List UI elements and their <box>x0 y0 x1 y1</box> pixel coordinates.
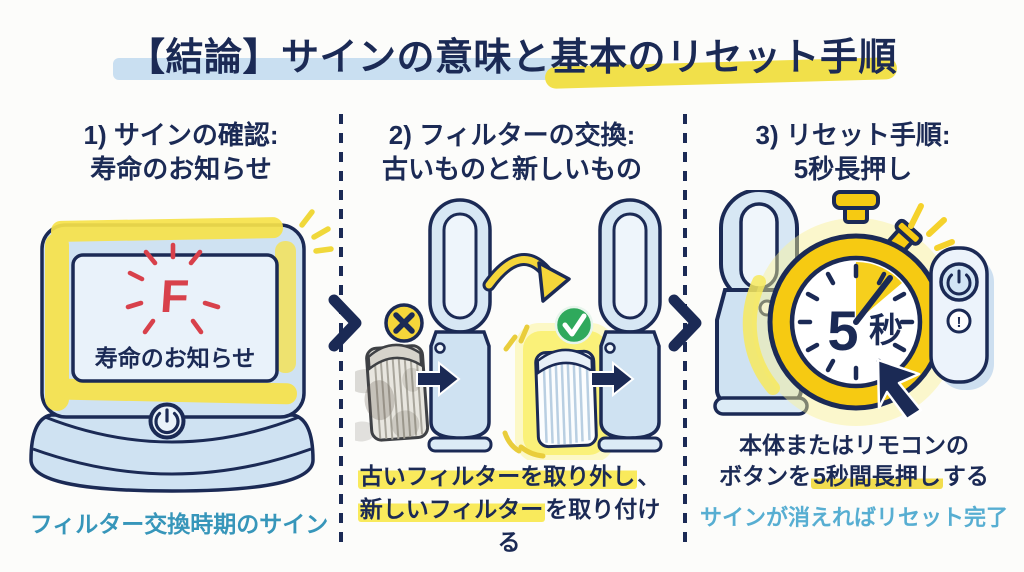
stopwatch-value: 5 <box>827 299 858 362</box>
info-button <box>946 308 972 334</box>
step3-caption-line1: 本体またはリモコンの <box>739 432 969 458</box>
step3-caption: 本体またはリモコンの ボタンを5秒間長押しする <box>698 430 1010 492</box>
power-icon <box>939 262 979 302</box>
page-title: 【結論】サインの意味と基本のリセット手順 <box>126 37 897 79</box>
chevron-right-icon <box>328 294 362 352</box>
step3-header-line1: 3) リセット手順: <box>755 120 951 150</box>
screen-message: 寿命のお知らせ <box>95 345 256 371</box>
stopwatch-hand <box>853 275 893 325</box>
title-block: 【結論】サインの意味と基本のリセット手順 <box>0 0 1024 100</box>
chevron-right-icon <box>668 294 702 352</box>
step2-header-line2: 古いものと新しいもの <box>381 154 642 184</box>
info-button-label: ! <box>957 314 962 331</box>
step3-header: 3) リセット手順: 5秒長押し <box>700 118 1006 186</box>
step2-caption-line1: 古いフィルターを取り外し、 <box>357 463 661 489</box>
marker-highlight <box>45 217 297 411</box>
step1-header: 1) サインの確認: 寿命のお知らせ <box>28 118 334 186</box>
step2-header: 2) フィルターの交換: 古いものと新しいもの <box>360 118 664 186</box>
filter-sign-icon: F <box>125 242 221 335</box>
sign-letter: F <box>159 270 191 322</box>
step2-header-line1: 2) フィルターの交換: <box>388 120 636 150</box>
remote-control: ! <box>929 246 994 390</box>
highlighted-text: 新しいフィルター <box>357 496 546 522</box>
power-icon <box>148 402 186 440</box>
x-icon <box>384 303 424 343</box>
step1-header-line2: 寿命のお知らせ <box>90 154 272 184</box>
purifier-fan-illustration <box>597 198 663 453</box>
title-highlight-blue <box>113 58 561 80</box>
filter-new-illustration <box>534 348 598 449</box>
step2-caption-line2: 新しいフィルターを取り付ける <box>357 496 661 555</box>
highlighted-text: 5秒間長押し <box>811 463 943 489</box>
step3-result: サインが消えればリセット完了 <box>699 505 1008 530</box>
check-icon <box>554 305 594 345</box>
stopwatch-unit: 秒 <box>869 312 903 350</box>
step2-caption: 古いフィルターを取り外し、 新しいフィルターを取り付ける <box>356 460 662 559</box>
stopwatch-icon: 5 秒 <box>767 190 945 411</box>
step3-header-line2: 5秒長押し <box>793 154 913 184</box>
step1-caption: フィルター交換時期のサイン <box>29 511 329 537</box>
step3-caption-line2: ボタンを5秒間長押しする <box>719 463 989 489</box>
step1-header-line1: 1) サインの確認: <box>83 120 279 150</box>
filter-old-illustration <box>355 343 430 442</box>
reset-illustration: 5 秒 ! <box>713 190 994 426</box>
sparkle-icon <box>299 209 334 254</box>
highlighted-text: 古いフィルターを取り外し <box>357 463 638 489</box>
marker-highlight <box>742 275 780 395</box>
filter-swap-illustration <box>355 198 663 460</box>
purifier-fan-illustration <box>427 198 493 453</box>
cursor-icon <box>876 358 923 421</box>
sparkle-icon <box>502 324 546 459</box>
curved-arrow-icon <box>482 253 571 303</box>
sparkle-icon <box>908 203 955 251</box>
display-panel-illustration: F 寿命のお知らせ <box>29 209 334 493</box>
